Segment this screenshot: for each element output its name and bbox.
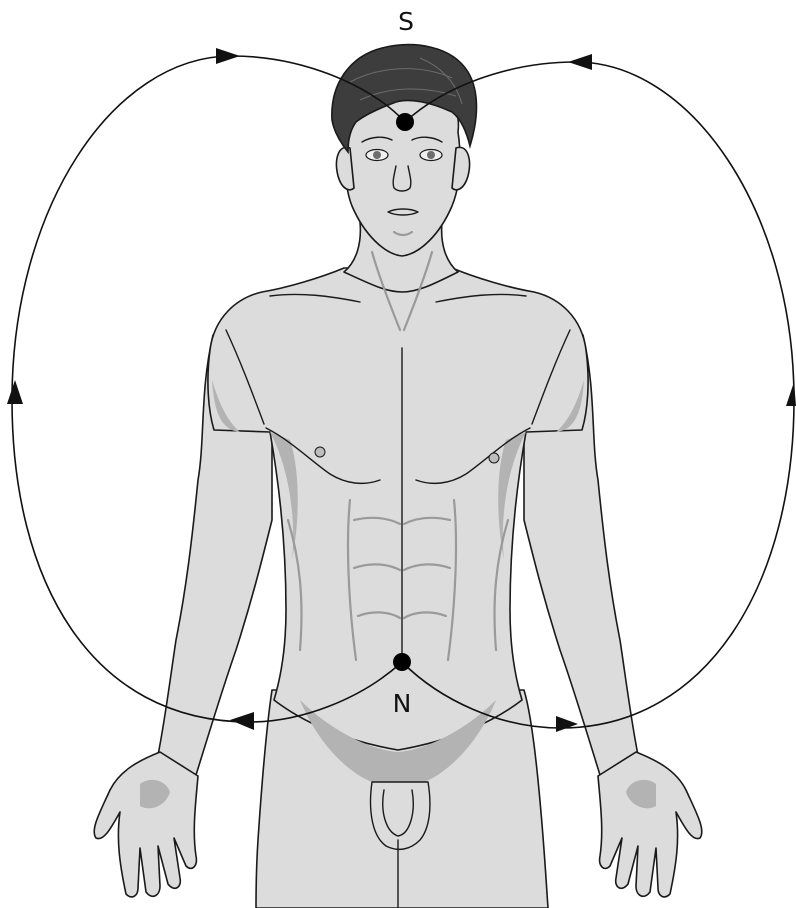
north-pole-marker — [393, 653, 411, 671]
left-nipple — [315, 447, 325, 457]
left-iris — [373, 151, 381, 159]
arrow-right-top — [568, 54, 592, 70]
left-ear — [337, 147, 355, 189]
arrow-left-top — [216, 48, 240, 64]
south-pole-label: S — [398, 7, 414, 36]
right-hand — [598, 752, 702, 897]
arrow-left-bottom — [230, 712, 254, 730]
arrow-right-bottom — [556, 716, 578, 732]
south-pole-marker — [396, 113, 414, 131]
right-iris — [427, 151, 435, 159]
right-nipple — [489, 453, 499, 463]
right-ear — [452, 147, 470, 189]
arrow-left-side — [7, 380, 23, 404]
left-hand — [94, 752, 198, 897]
north-pole-label: N — [393, 689, 412, 718]
human-figure — [94, 45, 702, 908]
